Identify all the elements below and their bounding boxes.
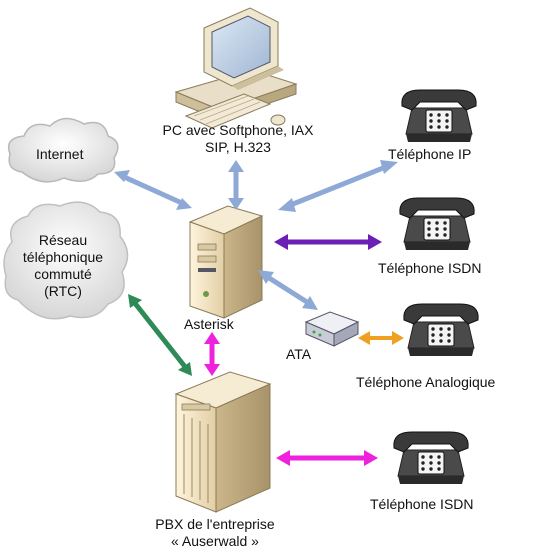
arrow-asterisk-isdn [274, 234, 382, 250]
asterisk-server-icon [188, 205, 264, 319]
internet-label: Internet [36, 146, 84, 162]
ata-box-icon [304, 311, 360, 347]
desktop-pc-icon [174, 7, 298, 129]
telephone-isdn-icon [399, 197, 475, 251]
arrow-rtc-pbx [128, 294, 192, 376]
arrow-ata-analog [358, 331, 404, 345]
arrow-asterisk-ata [258, 270, 318, 310]
pbx-label-line1: PBX de l'entreprise [155, 516, 275, 532]
telephone-ip-icon [401, 89, 477, 143]
pc-label-line1: PC avec Softphone, IAX [162, 122, 314, 138]
pbx-server-icon [174, 371, 272, 513]
telephone-isdn-pbx-icon [393, 431, 469, 485]
rtc-label-line2: téléphonique [22, 249, 104, 265]
arrow-phoneip-asterisk [278, 160, 398, 212]
pbx-label: PBX de l'entreprise « Auserwald » [130, 516, 300, 550]
pbx-label-line2: « Auserwald » [171, 533, 259, 549]
rtc-label: Réseau téléphonique commuté (RTC) [8, 232, 118, 300]
arrow-internet-asterisk [114, 170, 192, 210]
phone-analog-label: Téléphone Analogique [356, 374, 496, 390]
pc-label-line2: SIP, H.323 [205, 139, 271, 155]
pc-label: PC avec Softphone, IAX SIP, H.323 [138, 122, 338, 156]
telephone-analogique-icon [403, 303, 479, 357]
internet-cloud-icon [7, 117, 119, 183]
phone-isdn2-label: Téléphone ISDN [370, 496, 474, 512]
arrow-pc-asterisk [228, 160, 244, 210]
ata-label: ATA [286, 346, 312, 362]
rtc-cloud-icon [3, 201, 129, 320]
phone-isdn-label: Téléphone ISDN [378, 260, 482, 276]
arrow-pbx-isdn [276, 450, 378, 466]
asterisk-label: Asterisk [184, 316, 234, 332]
arrow-asterisk-pbx [204, 332, 220, 376]
rtc-label-line1: Réseau [38, 232, 88, 248]
rtc-label-line4: (RTC) [44, 283, 82, 299]
phone-ip-label: Téléphone IP [388, 146, 472, 162]
rtc-label-line3: commuté [34, 266, 92, 282]
